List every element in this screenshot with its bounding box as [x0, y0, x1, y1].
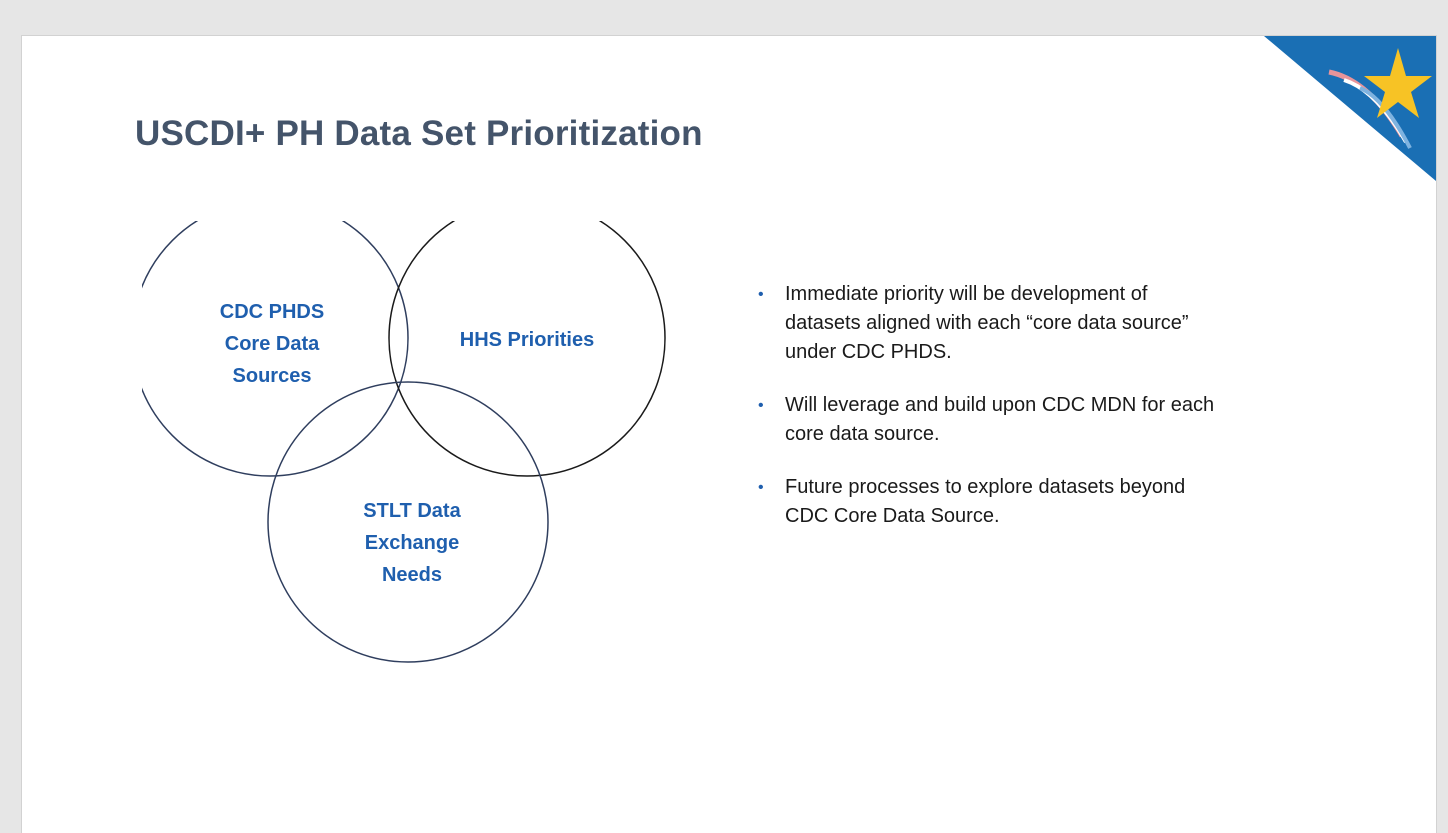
bullet-dot-icon: • — [758, 479, 764, 496]
star-logo-icon — [1264, 36, 1436, 181]
bullet-item: • Immediate priority will be development… — [752, 280, 1222, 367]
bullet-item: • Future processes to explore datasets b… — [752, 473, 1222, 531]
bullet-text: Future processes to explore datasets bey… — [785, 476, 1186, 527]
venn-diagram — [142, 221, 666, 663]
bullet-dot-icon: • — [758, 397, 764, 414]
venn-circle-hhs — [388, 221, 666, 477]
slide: USCDI+ PH Data Set Prioritization CDC PH… — [22, 36, 1436, 833]
venn-label-stlt: STLT Data Exchange Needs — [363, 500, 461, 586]
slide-title: USCDI+ PH Data Set Prioritization — [135, 114, 703, 153]
bullet-dot-icon: • — [758, 286, 764, 303]
bullet-text: Will leverage and build upon CDC MDN for… — [785, 394, 1215, 445]
venn-circle-stlt — [267, 381, 549, 663]
bullet-item: • Will leverage and build upon CDC MDN f… — [752, 391, 1222, 449]
venn-circle-cdc — [142, 221, 409, 477]
venn-label-hhs: HHS Priorities — [459, 329, 595, 351]
bullet-list: • Immediate priority will be development… — [752, 280, 1222, 555]
bullet-text: Immediate priority will be development o… — [785, 283, 1189, 363]
venn-label-cdc: CDC PHDS Core Data Sources — [219, 301, 325, 387]
